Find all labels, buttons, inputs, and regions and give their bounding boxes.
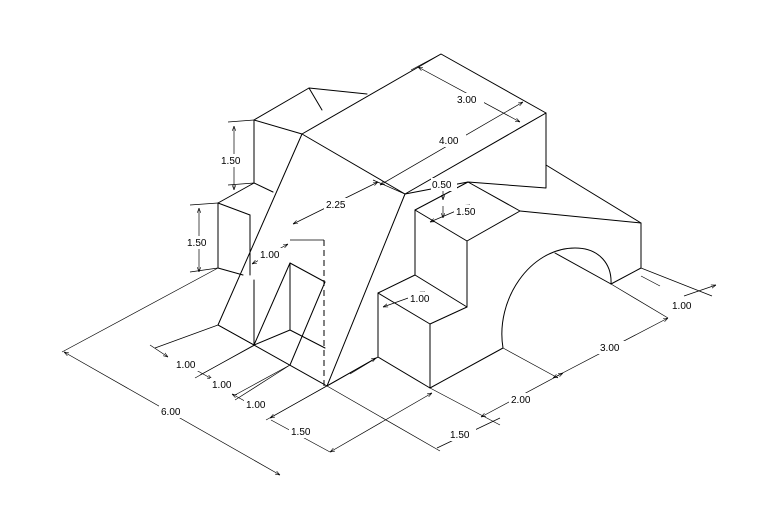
slot-floor bbox=[253, 329, 291, 346]
dim-label: 1.50 bbox=[187, 238, 207, 249]
dim-label: 3.00 bbox=[457, 95, 477, 106]
right-body-top bbox=[519, 164, 642, 224]
slot-wall bbox=[289, 262, 326, 349]
dim-label: 6.00 bbox=[161, 407, 181, 418]
dim-label: 1.50 bbox=[456, 207, 476, 218]
arch-inner bbox=[554, 252, 612, 285]
dim-label: 2.00 bbox=[511, 395, 531, 406]
inclined-face bbox=[217, 133, 406, 387]
dimension-labels: 3.00 4.00 1.50 1.50 2.25 1.00 0.50 1.50 … bbox=[159, 93, 698, 441]
dim-label: 4.00 bbox=[439, 136, 459, 147]
lower-step-top-edge bbox=[217, 202, 251, 216]
dim-label: 1.50 bbox=[450, 430, 470, 441]
dim-label: 1.50 bbox=[221, 156, 241, 167]
upper-block-top-edge bbox=[253, 119, 303, 135]
lower-step-top bbox=[217, 182, 274, 204]
dim-label: 3.00 bbox=[600, 343, 620, 354]
dim-label: 1.00 bbox=[260, 250, 280, 261]
object-outline bbox=[217, 53, 642, 389]
dim-label: 1.00 bbox=[410, 294, 430, 305]
base-front-right bbox=[429, 347, 504, 389]
dim-label: 0.50 bbox=[432, 180, 452, 191]
dim-label: 1.00 bbox=[212, 380, 232, 391]
dim-label: 1.50 bbox=[291, 427, 311, 438]
top-block-top-face bbox=[301, 53, 547, 195]
lower-step-front bbox=[217, 202, 244, 276]
incline-base bbox=[217, 324, 255, 346]
slot-incline bbox=[289, 281, 326, 366]
dim-label: 1.00 bbox=[176, 360, 196, 371]
extension-lines bbox=[61, 53, 713, 452]
back-edge bbox=[308, 87, 323, 111]
step-lower-front bbox=[377, 292, 431, 389]
right-body-end bbox=[610, 222, 642, 285]
dim-label: 1.00 bbox=[672, 301, 692, 312]
step-lower bbox=[377, 274, 468, 325]
arch bbox=[501, 247, 612, 349]
dim-label: 2.25 bbox=[326, 200, 346, 211]
back-upper-block bbox=[253, 87, 368, 121]
dim-label: 1.00 bbox=[246, 400, 266, 411]
